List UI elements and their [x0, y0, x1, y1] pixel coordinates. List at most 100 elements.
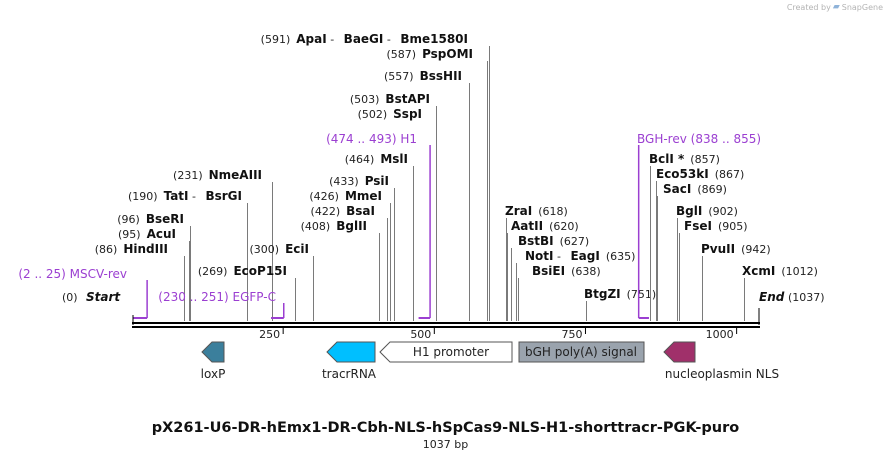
enzyme-name[interactable]: ZraI — [505, 204, 532, 218]
enzyme-name[interactable]: PspOMI — [422, 47, 473, 61]
enzyme-position[interactable]: (426) — [309, 190, 339, 203]
enzyme-name[interactable]: BstAPI — [385, 92, 430, 106]
feature-shape[interactable] — [326, 341, 376, 363]
feature-shape[interactable] — [379, 341, 513, 363]
plasmid-length: 1037 bp — [422, 438, 469, 451]
enzyme-name[interactable]: SacI — [663, 182, 691, 196]
enzyme-position[interactable]: (422) — [311, 205, 341, 218]
start-position: (0) — [62, 291, 78, 304]
enzyme-name[interactable]: BstBI — [518, 234, 554, 248]
enzyme-position[interactable]: (95) — [118, 228, 141, 241]
enzyme-name[interactable]: NotI — [525, 249, 554, 263]
enzyme-name[interactable]: BseRI — [146, 212, 184, 226]
enzyme-name[interactable]: ApaI — [296, 32, 326, 46]
enzyme-position[interactable]: (300) — [250, 243, 280, 256]
ruler-tick-label: 1000 — [706, 328, 734, 341]
enzyme-position[interactable]: (905) — [718, 220, 748, 233]
map-termini: (0) Start End (1037) — [62, 290, 825, 325]
enzyme-position[interactable]: (464) — [345, 153, 375, 166]
enzyme-position[interactable]: (627) — [560, 235, 590, 248]
enzyme-name[interactable]: NmeAIII — [209, 168, 262, 182]
feature-label[interactable]: H1 promoter — [413, 345, 489, 359]
enzyme-name[interactable]: EagI — [570, 249, 599, 263]
enzyme-position[interactable]: (638) — [571, 265, 601, 278]
feature-label[interactable]: loxP — [201, 367, 226, 381]
primer-label[interactable]: (474 .. 493) H1 — [326, 132, 417, 146]
enzyme-name[interactable]: PvuII — [701, 242, 735, 256]
enzyme-position[interactable]: (591) — [261, 33, 291, 46]
enzyme-name[interactable]: Eco53kI — [656, 167, 709, 181]
enzyme-position[interactable]: - — [383, 33, 394, 46]
enzyme-label: (95) AcuI — [118, 227, 176, 241]
enzyme-label: BtgZI (751) — [584, 287, 656, 301]
enzyme-position[interactable]: (408) — [301, 220, 331, 233]
enzyme-name[interactable]: BsiEI — [532, 264, 565, 278]
enzyme-position[interactable]: (902) — [708, 205, 738, 218]
enzyme-name[interactable]: AcuI — [147, 227, 176, 241]
enzyme-position[interactable]: (587) — [386, 48, 416, 61]
enzyme-position[interactable]: - — [554, 250, 565, 263]
enzyme-name[interactable]: HindIII — [123, 242, 168, 256]
enzyme-position[interactable]: (502) — [358, 108, 388, 121]
enzyme-position[interactable]: (942) — [741, 243, 771, 256]
enzyme-name[interactable]: XcmI — [742, 264, 775, 278]
enzyme-name[interactable]: AatII — [511, 219, 543, 233]
enzyme-position[interactable]: (231) — [173, 169, 203, 182]
enzyme-position[interactable]: - — [327, 33, 338, 46]
enzyme-name[interactable]: BsrGI — [205, 189, 242, 203]
enzyme-name[interactable]: MmeI — [345, 189, 382, 203]
enzyme-label: (96) BseRI — [117, 212, 184, 226]
feature-shape[interactable] — [201, 341, 225, 363]
enzyme-name[interactable]: BglI — [676, 204, 702, 218]
primer-label[interactable]: BGH-rev (838 .. 855) — [637, 132, 761, 146]
enzyme-position[interactable]: (751) — [627, 288, 657, 301]
enzyme-name[interactable]: BssHII — [420, 69, 462, 83]
enzyme-name[interactable]: BaeGI — [344, 32, 384, 46]
enzyme-name[interactable]: TatI — [164, 189, 189, 203]
enzyme-position[interactable]: - — [189, 190, 200, 203]
feature-shape[interactable] — [663, 341, 696, 363]
enzyme-position[interactable]: (96) — [117, 213, 140, 226]
enzyme-position[interactable]: (86) — [95, 243, 118, 256]
enzyme-position[interactable]: (635) — [606, 250, 636, 263]
enzyme-name[interactable]: Bme1580I — [400, 32, 468, 46]
enzyme-name[interactable]: BclI * — [649, 152, 685, 166]
enzyme-label: BsiEI (638) — [532, 264, 601, 278]
ruler-tick-label: 500 — [410, 328, 431, 341]
enzyme-position[interactable]: (190) — [128, 190, 158, 203]
feature-label[interactable]: bGH poly(A) signal — [525, 345, 637, 359]
enzyme-position[interactable]: (503) — [350, 93, 380, 106]
enzyme-position[interactable]: (433) — [329, 175, 359, 188]
enzyme-name[interactable]: BsaI — [346, 204, 375, 218]
primer-label[interactable]: (2 .. 25) MSCV-rev — [18, 267, 127, 281]
enzyme-label: SacI (869) — [663, 182, 727, 196]
end-label: End — [759, 290, 785, 304]
enzyme-name[interactable]: BglII — [336, 219, 367, 233]
enzyme-position[interactable]: (869) — [697, 183, 727, 196]
enzyme-position[interactable]: (867) — [715, 168, 745, 181]
enzyme-label: BglI (902) — [676, 204, 738, 218]
feature-label[interactable]: tracrRNA — [322, 367, 377, 381]
enzyme-label: (591) ApaI - BaeGI - Bme1580I — [261, 32, 468, 46]
enzyme-position[interactable]: (857) — [690, 153, 720, 166]
enzyme-position[interactable]: (269) — [198, 265, 228, 278]
enzyme-position[interactable]: (620) — [549, 220, 579, 233]
enzyme-name[interactable]: EcoP15I — [233, 264, 287, 278]
primer-sites: (474 .. 493) H1 BGH-rev (838 .. 855) (2 ..… — [18, 132, 761, 319]
enzyme-name[interactable]: SspI — [393, 107, 422, 121]
enzyme-position[interactable]: (557) — [384, 70, 414, 83]
enzyme-position[interactable]: (1012) — [781, 265, 818, 278]
enzyme-name[interactable]: MslI — [380, 152, 408, 166]
enzyme-name[interactable]: EciI — [285, 242, 309, 256]
enzyme-name[interactable]: PsiI — [365, 174, 389, 188]
feature-label[interactable]: nucleoplasmin NLS — [665, 367, 779, 381]
primer-label[interactable]: (230 .. 251) EGFP-C — [158, 290, 276, 304]
enzyme-name[interactable]: FseI — [684, 219, 712, 233]
enzyme-position[interactable]: (618) — [538, 205, 568, 218]
enzyme-name[interactable]: BtgZI — [584, 287, 621, 301]
enzyme-label: (300) EciI — [250, 242, 309, 256]
enzyme-label: (190) TatI - BsrGI — [128, 189, 242, 203]
feature-shape[interactable] — [518, 341, 645, 363]
